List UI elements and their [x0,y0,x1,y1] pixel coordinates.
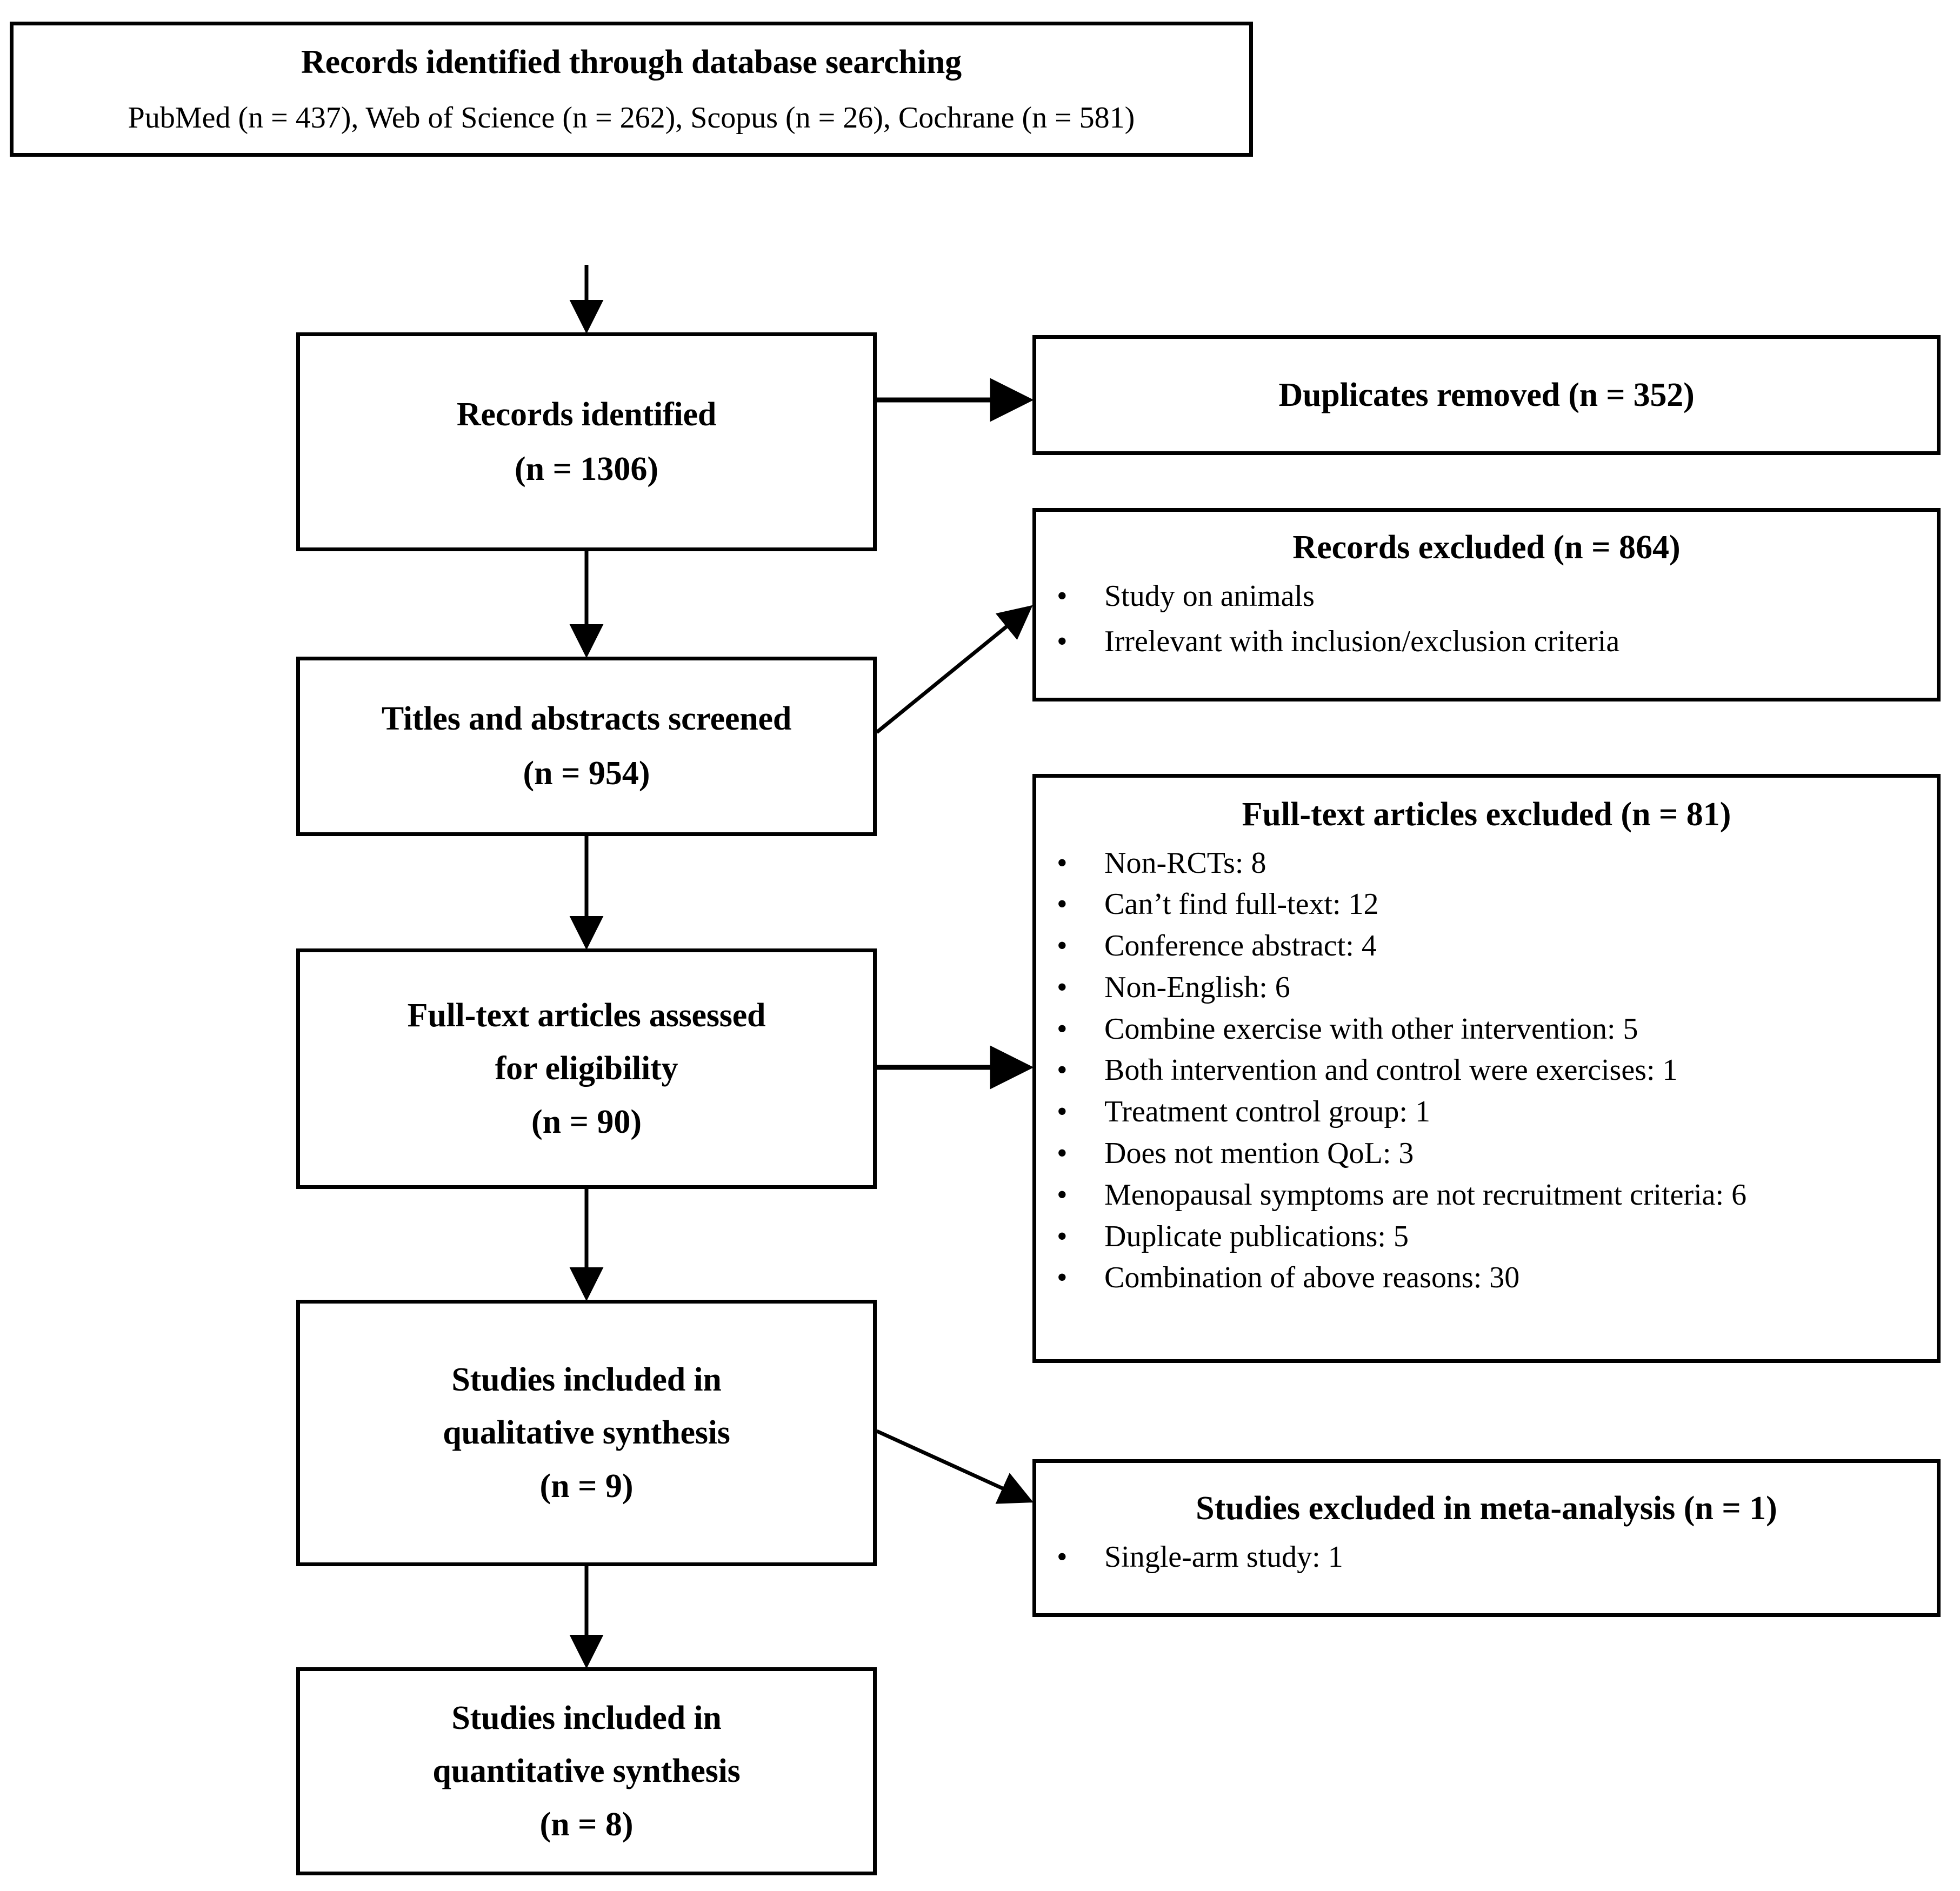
reason-text: Study on animals [1104,579,1315,613]
bullet-icon: • [1057,1219,1068,1253]
list-item: • Does not mention QoL: 3 [1036,1134,1937,1173]
reason-text: Does not mention QoL: 3 [1104,1137,1414,1171]
records-excluded-reason-list: • Study on animals • Irrelevant with inc… [1036,577,1937,662]
identification-title: Records identified through database sear… [301,44,962,81]
node-records-identified: Records identified (n = 1306) [296,332,877,551]
reason-text: Irrelevant with inclusion/exclusion crit… [1104,625,1620,659]
node-duplicates-removed: Duplicates removed (n = 352) [1032,335,1941,455]
node-records-excluded: Records excluded (n = 864) • Study on an… [1032,508,1941,701]
bullet-icon: • [1057,1095,1068,1129]
qualitative-count: (n = 9) [539,1467,634,1505]
reason-text: Non-English: 6 [1104,970,1290,1004]
fulltext-excluded-header: Full-text articles excluded (n = 81) [1242,796,1731,833]
bullet-icon: • [1057,970,1068,1004]
list-item: • Conference abstract: 4 [1036,926,1937,966]
reason-text: Non-RCTs: 8 [1104,846,1266,880]
qualitative-title-line2: qualitative synthesis [443,1414,730,1452]
reason-text: Duplicate publications: 5 [1104,1219,1409,1253]
node-titles-abstracts-screened: Titles and abstracts screened (n = 954) [296,657,877,836]
bullet-icon: • [1057,625,1068,659]
bullet-icon: • [1057,1178,1068,1212]
meta-excluded-reason-list: • Single-arm study: 1 [1036,1538,1937,1577]
reason-text: Combine exercise with other intervention… [1104,1012,1638,1046]
screened-count: (n = 954) [523,755,650,792]
list-item: • Combine exercise with other interventi… [1036,1010,1937,1049]
reason-text: Combination of above reasons: 30 [1104,1261,1520,1295]
node-fulltext-articles-excluded: Full-text articles excluded (n = 81) • N… [1032,774,1941,1363]
reason-text: Both intervention and control were exerc… [1104,1053,1678,1087]
node-qualitative-synthesis: Studies included in qualitative synthesi… [296,1300,877,1566]
reason-text: Single-arm study: 1 [1104,1540,1343,1574]
bullet-icon: • [1057,1540,1068,1574]
node-identification: Records identified through database sear… [10,22,1253,157]
bullet-icon: • [1057,1261,1068,1295]
bullet-icon: • [1057,846,1068,880]
bullet-icon: • [1057,1137,1068,1171]
screened-title: Titles and abstracts screened [381,700,792,738]
list-item: • Non-RCTs: 8 [1036,844,1937,883]
list-item: • Duplicate publications: 5 [1036,1217,1937,1257]
list-item: • Combination of above reasons: 30 [1036,1258,1937,1298]
eligibility-count: (n = 90) [531,1103,642,1140]
node-fulltext-assessed-eligibility: Full-text articles assessed for eligibil… [296,948,877,1189]
list-item: • Irrelevant with inclusion/exclusion cr… [1036,622,1937,661]
fulltext-excluded-reason-list: • Non-RCTs: 8 • Can’t find full-text: 12… [1036,844,1937,1300]
bullet-icon: • [1057,579,1068,613]
reason-text: Treatment control group: 1 [1104,1095,1430,1129]
duplicates-removed-title: Duplicates removed (n = 352) [1278,376,1695,413]
arrow-qualitative-to-meta-excluded [876,1429,1034,1504]
quantitative-title-line1: Studies included in [451,1699,722,1736]
meta-excluded-header: Studies excluded in meta-analysis (n = 1… [1196,1490,1777,1527]
reason-text: Can’t find full-text: 12 [1104,887,1379,921]
node-quantitative-synthesis: Studies included in quantitative synthes… [296,1667,877,1875]
list-item: • Treatment control group: 1 [1036,1092,1937,1132]
list-item: • Both intervention and control were exe… [1036,1051,1937,1090]
qualitative-title-line1: Studies included in [451,1361,722,1398]
quantitative-count: (n = 8) [539,1806,634,1843]
list-item: • Menopausal symptoms are not recruitmen… [1036,1175,1937,1215]
bullet-icon: • [1057,1053,1068,1087]
reason-text: Conference abstract: 4 [1104,929,1377,963]
identification-sources: PubMed (n = 437), Web of Science (n = 26… [128,101,1135,135]
records-excluded-header: Records excluded (n = 864) [1292,529,1681,566]
eligibility-title-line1: Full-text articles assessed [407,997,766,1034]
quantitative-title-line2: quantitative synthesis [432,1753,741,1790]
bullet-icon: • [1057,1012,1068,1046]
node-studies-excluded-meta-analysis: Studies excluded in meta-analysis (n = 1… [1032,1459,1941,1617]
records-identified-count: (n = 1306) [514,450,659,487]
list-item: • Can’t find full-text: 12 [1036,885,1937,924]
list-item: • Single-arm study: 1 [1036,1538,1937,1577]
bullet-icon: • [1057,887,1068,921]
records-identified-title: Records identified [456,396,717,433]
eligibility-title-line2: for eligibility [495,1050,678,1087]
reason-text: Menopausal symptoms are not recruitment … [1104,1178,1747,1212]
list-item: • Non-English: 6 [1036,968,1937,1007]
list-item: • Study on animals [1036,577,1937,616]
arrow-screened-to-records-excluded [875,605,1033,734]
bullet-icon: • [1057,929,1068,963]
